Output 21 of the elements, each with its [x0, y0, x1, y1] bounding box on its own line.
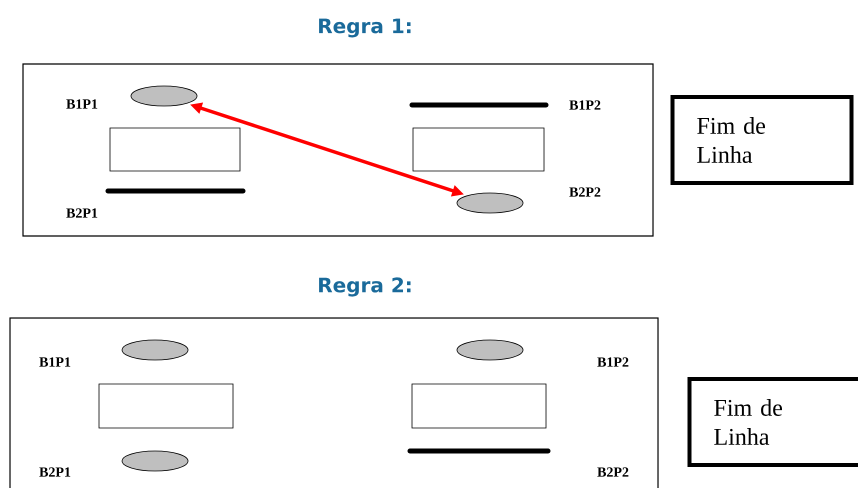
text-box: Fim de Linha	[670, 95, 854, 185]
ellipse	[122, 450, 188, 472]
empty-rectangle	[412, 384, 546, 428]
part-label: B2P2	[569, 187, 600, 197]
part-label: B2P2	[597, 467, 628, 477]
part-label: B1P2	[597, 357, 628, 367]
ellipse	[456, 340, 524, 360]
ellipse	[130, 86, 198, 106]
ellipse	[122, 340, 188, 360]
rule-heading: Regra 2:	[319, 277, 411, 297]
empty-rectangle	[110, 128, 240, 172]
part-label: B1P1	[39, 357, 70, 367]
ellipse	[456, 192, 524, 214]
part-label: B2P1	[39, 467, 70, 477]
empty-rectangle	[98, 384, 234, 428]
part-label: B2P1	[66, 208, 98, 218]
part-label: B1P2	[569, 100, 600, 110]
part-label: B1P1	[66, 99, 98, 109]
rule-heading: Regra 1:	[319, 18, 411, 38]
text-box: Fim de Linha	[688, 377, 858, 467]
empty-rectangle	[412, 128, 544, 172]
